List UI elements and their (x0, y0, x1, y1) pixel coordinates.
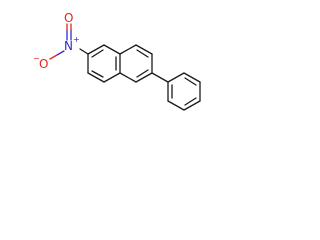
nitro-group (49, 23, 72, 60)
phenyl-ring (167, 72, 201, 111)
oxygen-top-label: O (64, 11, 73, 25)
oxygen-left-label: O (39, 57, 48, 71)
naphthalene-left-ring (87, 44, 121, 83)
biaryl-bond (151, 72, 169, 83)
structure-diagram: N + O O − (33, 11, 201, 111)
nitrogen-label: N (64, 39, 73, 53)
naphthalene-right-ring (119, 44, 153, 83)
oxygen-left-charge: − (33, 54, 40, 63)
nitrogen-charge: + (73, 35, 80, 44)
c-n-bond (79, 48, 89, 55)
